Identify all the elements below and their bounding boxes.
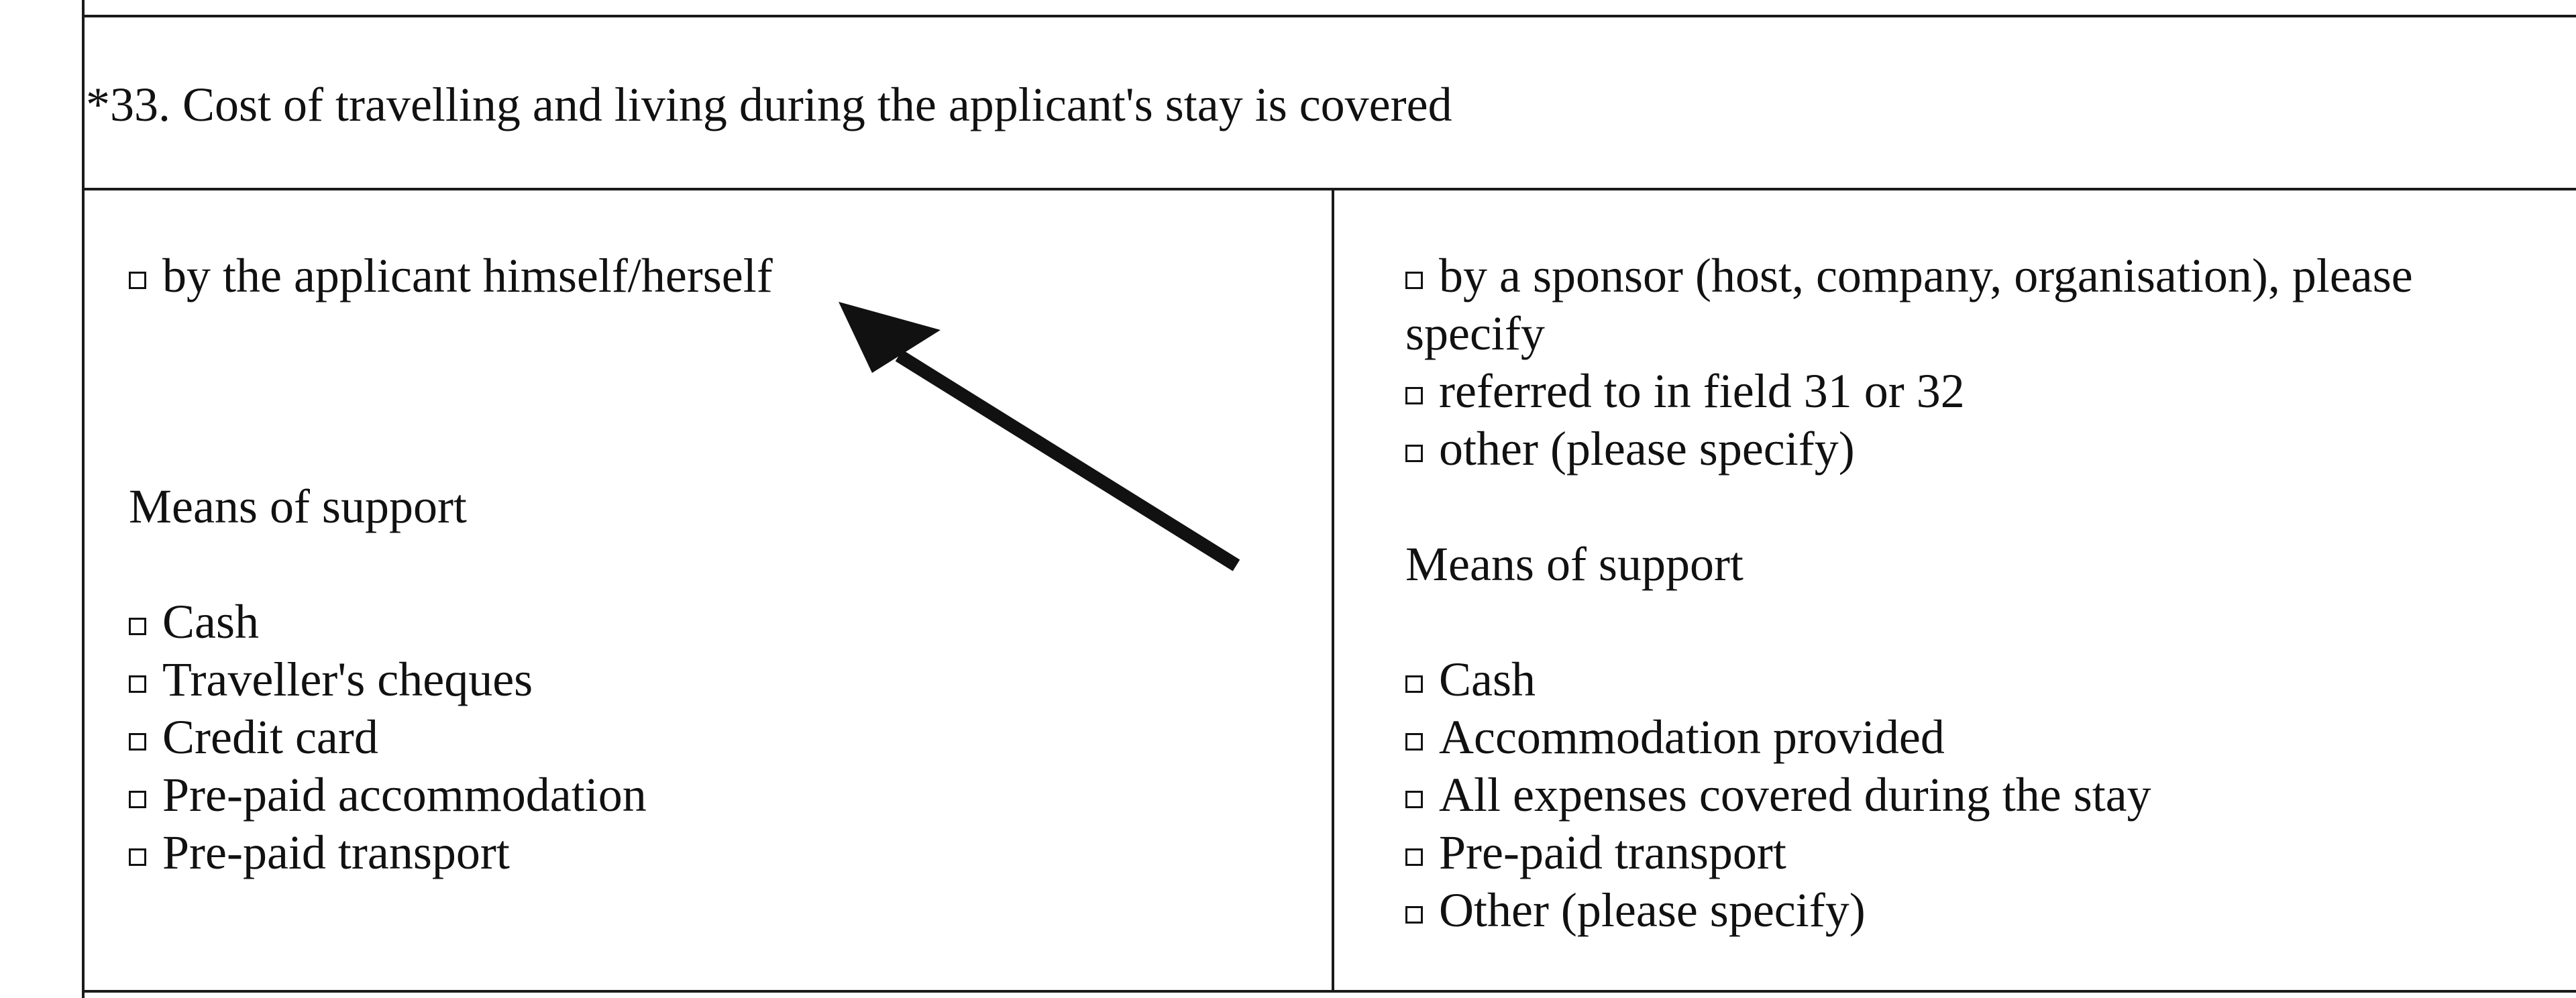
checkbox-icon[interactable] — [1405, 272, 1423, 289]
means-option-credit-card[interactable]: Credit card — [129, 708, 1309, 766]
spacer — [1405, 478, 2546, 535]
question-33-label: *33. Cost of travelling and living durin… — [86, 78, 1452, 131]
checkbox-icon[interactable] — [129, 791, 146, 808]
checkbox-icon[interactable] — [1405, 906, 1423, 924]
means-option-cash[interactable]: Cash — [1405, 651, 2546, 708]
option-sponsor[interactable]: by a sponsor (host, company, organisatio… — [1405, 247, 2546, 304]
option-label: Traveller's cheques — [162, 653, 533, 706]
table-divider-vertical — [1332, 189, 1334, 991]
means-option-prepaid-transport[interactable]: Pre-paid transport — [129, 824, 1309, 881]
checkbox-icon[interactable] — [1405, 675, 1423, 693]
option-applicant-himself[interactable]: by the applicant himself/herself — [129, 247, 1309, 304]
option-label: Cash — [1439, 653, 1536, 706]
checkbox-icon[interactable] — [1405, 445, 1423, 462]
table-divider-horizontal — [82, 188, 2576, 190]
checkbox-icon[interactable] — [1405, 848, 1423, 866]
checkbox-icon[interactable] — [1405, 387, 1423, 404]
spacer — [129, 535, 1309, 593]
option-label: Other (please specify) — [1439, 883, 1866, 937]
option-label: Pre-paid transport — [162, 826, 510, 879]
checkbox-icon[interactable] — [129, 733, 146, 751]
checkbox-icon[interactable] — [1405, 733, 1423, 751]
means-option-prepaid-transport[interactable]: Pre-paid transport — [1405, 824, 2546, 881]
means-option-all-expenses[interactable]: All expenses covered during the stay — [1405, 766, 2546, 824]
spacer — [129, 304, 1309, 478]
means-option-accommodation-provided[interactable]: Accommodation provided — [1405, 708, 2546, 766]
option-label: Pre-paid accommodation — [162, 768, 647, 822]
means-option-travellers-cheques[interactable]: Traveller's cheques — [129, 651, 1309, 708]
option-sponsor-continuation: specify — [1405, 307, 1545, 360]
checkbox-icon[interactable] — [129, 848, 146, 866]
sponsor-column: by a sponsor (host, company, organisatio… — [1405, 247, 2546, 939]
sub-option-other[interactable]: other (please specify) — [1405, 420, 2546, 478]
means-option-prepaid-accommodation[interactable]: Pre-paid accommodation — [129, 766, 1309, 824]
means-option-other[interactable]: Other (please specify) — [1405, 881, 2546, 939]
checkbox-icon[interactable] — [129, 618, 146, 635]
option-label: Accommodation provided — [1439, 710, 1945, 764]
applicant-column: by the applicant himself/herself Means o… — [129, 247, 1309, 881]
table-border-top — [82, 15, 2576, 17]
option-label: Cash — [162, 595, 259, 649]
option-label: All expenses covered during the stay — [1439, 768, 2151, 822]
spacer — [1405, 593, 2546, 651]
sub-option-field-31-32[interactable]: referred to in field 31 or 32 — [1405, 362, 2546, 420]
table-border-left — [82, 0, 85, 998]
checkbox-icon[interactable] — [129, 675, 146, 693]
option-label: Credit card — [162, 710, 378, 764]
option-label: by a sponsor (host, company, organisatio… — [1439, 249, 2413, 302]
table-border-bottom — [82, 990, 2576, 993]
means-of-support-heading: Means of support — [129, 480, 467, 533]
checkbox-icon[interactable] — [129, 272, 146, 289]
option-label: referred to in field 31 or 32 — [1439, 364, 1965, 418]
option-label: other (please specify) — [1439, 422, 1855, 476]
option-label: by the applicant himself/herself — [162, 249, 773, 302]
checkbox-icon[interactable] — [1405, 791, 1423, 808]
means-of-support-heading: Means of support — [1405, 537, 1743, 591]
option-label: Pre-paid transport — [1439, 826, 1786, 879]
means-option-cash[interactable]: Cash — [129, 593, 1309, 651]
